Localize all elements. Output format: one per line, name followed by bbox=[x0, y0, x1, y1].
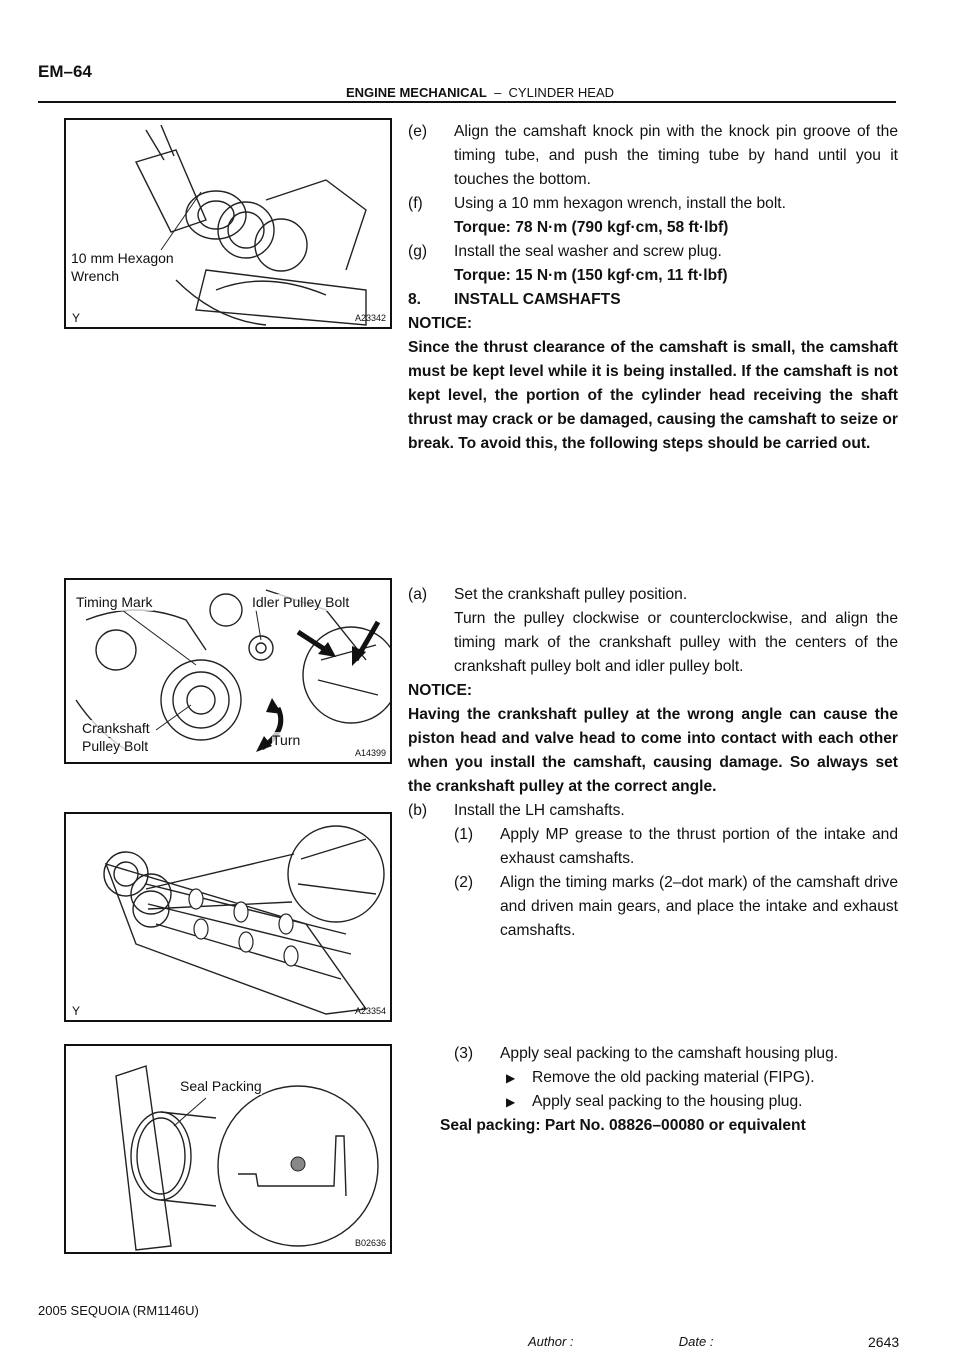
step-text: Install the seal washer and screw plug. bbox=[454, 243, 722, 260]
instructions-middle: (a) Set the crankshaft pulley position. … bbox=[408, 583, 898, 943]
step-text: Set the crankshaft pulley position. bbox=[454, 586, 688, 603]
step-label: (b) bbox=[408, 802, 428, 819]
step-text: Install the LH camshafts. bbox=[454, 802, 625, 819]
footer-author-date: Author : Date : bbox=[528, 1334, 713, 1349]
label-idler-pulley-bolt: Idler Pulley Bolt bbox=[252, 594, 350, 611]
figure-seal-packing: Seal Packing B02636 bbox=[64, 1044, 392, 1254]
figure-crankshaft-pulley: Timing Mark Idler Pulley Bolt Crankshaft… bbox=[64, 578, 392, 764]
bullet-item: ▶ Remove the old packing material (FIPG)… bbox=[506, 1066, 898, 1090]
step-text: Align the camshaft knock pin with the kn… bbox=[454, 123, 898, 188]
figure-corner-mark: Y bbox=[72, 311, 81, 325]
step-text: Apply seal packing to the camshaft housi… bbox=[500, 1045, 839, 1062]
step-text: INSTALL CAMSHAFTS bbox=[454, 291, 621, 308]
figure-code: A23354 bbox=[354, 1006, 386, 1016]
date-label: Date : bbox=[678, 1334, 714, 1349]
instructions-bottom: (3) Apply seal packing to the camshaft h… bbox=[408, 1042, 898, 1138]
label-crankshaft-1: Crankshaft bbox=[82, 720, 150, 737]
label-hexagon-1: 10 mm Hexagon bbox=[71, 250, 174, 267]
step-label: (1) bbox=[454, 826, 474, 843]
step-a: (a) Set the crankshaft pulley position. … bbox=[408, 583, 898, 679]
figure-code: B02636 bbox=[354, 1238, 386, 1248]
step-label: (a) bbox=[408, 586, 428, 603]
step-label: (e) bbox=[408, 123, 428, 140]
author-label: Author : bbox=[528, 1334, 574, 1349]
label-hexagon-2: Wrench bbox=[71, 268, 119, 285]
step-g: (g) Install the seal washer and screw pl… bbox=[408, 240, 898, 288]
notice-label: NOTICE: bbox=[408, 315, 473, 332]
figure-camshafts: Y A23354 bbox=[64, 812, 392, 1022]
figure-corner-mark: Y bbox=[72, 1004, 81, 1018]
torque-spec: Torque: 15 N·m (150 kgf·cm, 11 ft·lbf) bbox=[454, 267, 728, 284]
seal-packing-spec: Seal packing: Part No. 08826–00080 or eq… bbox=[440, 1117, 806, 1134]
step-f: (f) Using a 10 mm hexagon wrench, instal… bbox=[408, 192, 898, 240]
step-label: 8. bbox=[408, 291, 422, 308]
step-b1: (1) Apply MP grease to the thrust portio… bbox=[408, 823, 898, 871]
figure-code: A14399 bbox=[354, 748, 386, 758]
step-b2: (2) Align the timing marks (2–dot mark) … bbox=[408, 871, 898, 943]
header-separator: – bbox=[494, 85, 502, 100]
step-text: Apply MP grease to the thrust portion of… bbox=[500, 826, 898, 867]
figure-code: A23342 bbox=[354, 313, 386, 323]
illustration-camshafts bbox=[103, 825, 385, 1015]
notice-text: Since the thrust clearance of the camsha… bbox=[408, 339, 898, 452]
step-b3: (3) Apply seal packing to the camshaft h… bbox=[408, 1042, 898, 1066]
right-triangle-bullet-icon: ▶ bbox=[506, 1095, 516, 1109]
step-label: (3) bbox=[454, 1045, 474, 1062]
step-b: (b) Install the LH camshafts. bbox=[408, 799, 898, 823]
label-turn: Turn bbox=[272, 732, 301, 749]
step-label: (g) bbox=[408, 243, 428, 260]
step-text: Align the timing marks (2–dot mark) of t… bbox=[500, 874, 898, 939]
figure-hexagon-wrench: 10 mm Hexagon Wrench Y A23342 bbox=[64, 118, 392, 329]
header-title: ENGINE MECHANICAL – CYLINDER HEAD bbox=[0, 85, 960, 100]
label-crankshaft-2: Pulley Bolt bbox=[82, 738, 149, 755]
bullet-item: ▶ Apply seal packing to the housing plug… bbox=[506, 1090, 898, 1114]
page-id: EM–64 bbox=[38, 62, 92, 81]
label-seal-packing: Seal Packing bbox=[180, 1078, 262, 1095]
step-text: Using a 10 mm hexagon wrench, install th… bbox=[454, 195, 786, 212]
step-8: 8. INSTALL CAMSHAFTS bbox=[408, 288, 898, 312]
bullet-text: Apply seal packing to the housing plug. bbox=[532, 1093, 803, 1110]
notice-label: NOTICE: bbox=[408, 682, 473, 699]
step-label: (2) bbox=[454, 874, 474, 891]
label-timing-mark: Timing Mark bbox=[76, 594, 153, 611]
torque-spec: Torque: 78 N·m (790 kgf·cm, 58 ft·lbf) bbox=[454, 219, 729, 236]
right-triangle-bullet-icon: ▶ bbox=[506, 1071, 516, 1085]
notice-text: Having the crankshaft pulley at the wron… bbox=[408, 706, 898, 795]
header-subsection: CYLINDER HEAD bbox=[508, 85, 614, 100]
header-rule bbox=[38, 101, 896, 103]
step-label: (f) bbox=[408, 195, 423, 212]
step-subtext: Turn the pulley clockwise or countercloc… bbox=[454, 610, 898, 675]
bullet-text: Remove the old packing material (FIPG). bbox=[532, 1069, 815, 1086]
footer-model: 2005 SEQUOIA (RM1146U) bbox=[38, 1303, 199, 1318]
instructions-top: (e) Align the camshaft knock pin with th… bbox=[408, 120, 898, 456]
illustration-seal-packing bbox=[115, 1065, 379, 1251]
illustration-hexagon-wrench bbox=[135, 124, 367, 326]
header-section: ENGINE MECHANICAL bbox=[345, 85, 487, 100]
page-number: 2643 bbox=[868, 1334, 900, 1350]
step-e: (e) Align the camshaft knock pin with th… bbox=[408, 120, 898, 192]
